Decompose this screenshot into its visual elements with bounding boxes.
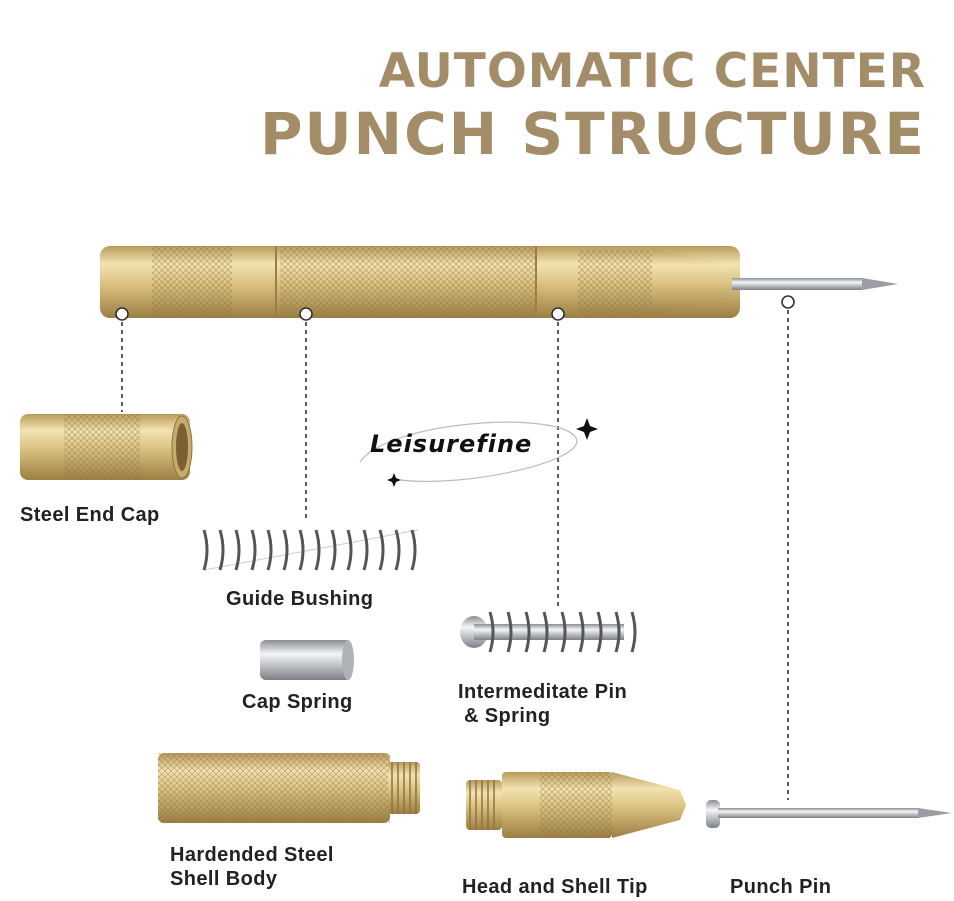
label-intermediate-pin-line2: & Spring: [464, 705, 551, 727]
label-steel-end-cap: Steel End Cap: [20, 504, 160, 526]
steel-end-cap-part: [20, 414, 193, 480]
cap-spring-part: [260, 640, 354, 680]
title-line-1: AUTOMATIC CENTER: [378, 44, 926, 99]
leader-lines: [115, 295, 795, 800]
head-shell-tip-part: [466, 772, 686, 838]
guide-bushing-spring-part: [202, 529, 419, 571]
label-punch-pin: Punch Pin: [730, 876, 832, 898]
intermediate-pin-spring-part: [460, 611, 637, 653]
assembled-punch: [100, 246, 898, 318]
label-guide-bushing: Guide Bushing: [226, 588, 374, 610]
label-head-shell-tip: Head and Shell Tip: [462, 876, 648, 898]
title-line-2: PUNCH STRUCTURE: [259, 100, 926, 168]
label-shell-body-line1: Hardended Steel: [170, 844, 334, 866]
shell-body-part: [158, 753, 420, 823]
brand-logo-swoosh: [359, 418, 598, 487]
label-shell-body-line2: Shell Body: [170, 868, 278, 890]
label-cap-spring: Cap Spring: [242, 691, 353, 713]
label-intermediate-pin-line1: Intermeditate Pin: [458, 681, 628, 703]
punch-pin-part: [706, 800, 952, 828]
brand-logo-text: Leisurefine: [370, 430, 533, 458]
